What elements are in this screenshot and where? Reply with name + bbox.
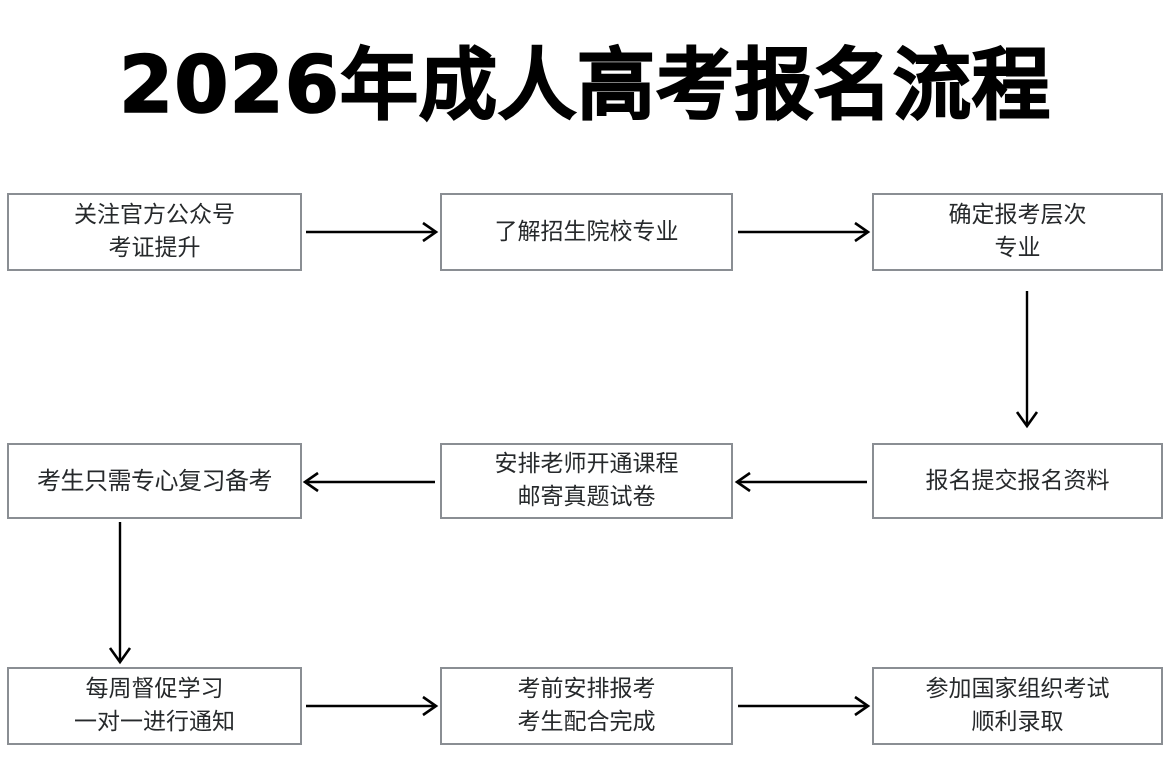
flow-node-weekly-study-reminder[interactable]: 每周督促学习 一对一进行通知: [7, 667, 302, 745]
flow-node-line: 安排老师开通课程: [494, 451, 679, 477]
arrow-r1c3-to-r2c3: [1015, 291, 1039, 429]
arrow-r2c1-to-r3c1: [108, 522, 132, 665]
flow-node-submit-registration-materials[interactable]: 报名提交报名资料: [872, 443, 1163, 519]
flow-node-follow-official-account[interactable]: 关注官方公众号 考证提升: [7, 193, 302, 271]
arrow-r3c2-to-r3c3: [738, 695, 871, 717]
arrow-r2c2-to-r2c1: [302, 471, 435, 493]
page-title: 2026年成人高考报名流程: [118, 40, 1052, 132]
flow-node-teacher-course-mail-papers[interactable]: 安排老师开通课程 邮寄真题试卷: [440, 443, 733, 519]
arrow-r2c3-to-r2c2: [734, 471, 867, 493]
flow-node-line: 考证提升: [108, 235, 201, 261]
flow-node-line: 确定报考层次: [948, 202, 1087, 228]
flow-node-line: 报名提交报名资料: [925, 467, 1110, 494]
flow-node-line: 了解招生院校专业: [494, 218, 679, 245]
flow-node-take-national-exam-admitted[interactable]: 参加国家组织考试 顺利录取: [872, 667, 1163, 745]
arrow-r1c1-to-r1c2: [306, 221, 439, 243]
flow-node-line: 每周督促学习: [85, 676, 224, 702]
flow-node-line: 考前安排报考: [517, 676, 656, 702]
flow-node-line: 一对一进行通知: [74, 709, 235, 735]
flow-node-pre-exam-arrangement[interactable]: 考前安排报考 考生配合完成: [440, 667, 733, 745]
flow-node-learn-schools-majors[interactable]: 了解招生院校专业: [440, 193, 733, 271]
flow-node-line: 关注官方公众号: [74, 202, 235, 228]
flow-node-line: 考生只需专心复习备考: [37, 466, 273, 495]
flow-node-line: 参加国家组织考试: [925, 676, 1110, 702]
flow-node-line: 顺利录取: [971, 709, 1064, 735]
flow-node-student-focus-review[interactable]: 考生只需专心复习备考: [7, 443, 302, 519]
flow-node-line: 专业: [994, 235, 1041, 261]
flow-node-line: 考生配合完成: [517, 709, 656, 735]
arrow-r1c2-to-r1c3: [738, 221, 871, 243]
arrow-r3c1-to-r3c2: [306, 695, 439, 717]
flow-node-line: 邮寄真题试卷: [517, 484, 656, 510]
flow-node-confirm-level-major[interactable]: 确定报考层次 专业: [872, 193, 1163, 271]
